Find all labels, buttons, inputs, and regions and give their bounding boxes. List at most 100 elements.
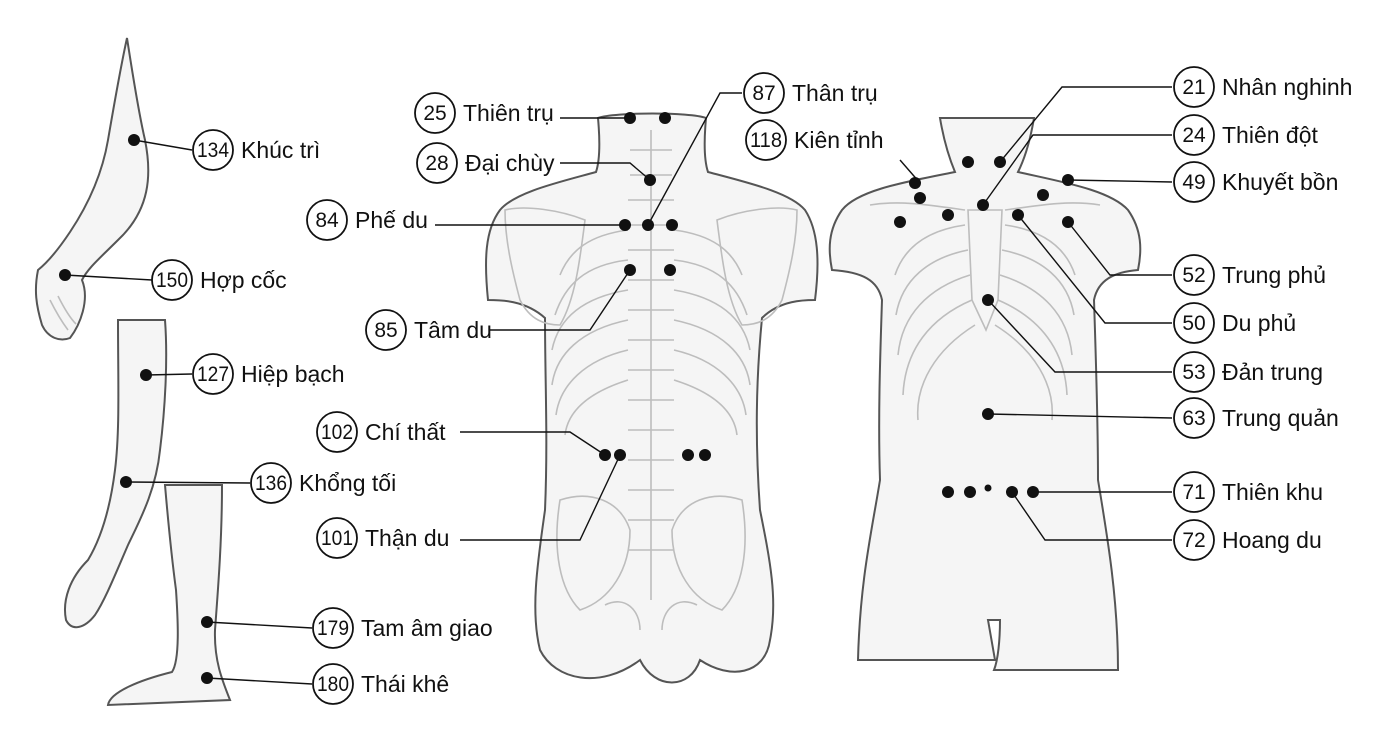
acupoint-dot [120, 476, 132, 488]
acupoint-dot [642, 219, 654, 231]
point-name: Khuyết bồn [1222, 169, 1338, 195]
number-circle [312, 607, 354, 649]
point-number: 50 [1182, 312, 1205, 335]
acupoint-label-101: 101 Thận du [316, 517, 449, 559]
point-name: Trung quản [1222, 405, 1339, 431]
number-circle [414, 92, 456, 134]
acupoint-label-102: 102 Chí thất [316, 411, 446, 453]
acupoint-dot [984, 484, 992, 492]
point-name: Đản trung [1222, 359, 1323, 385]
point-name: Hoang du [1222, 527, 1322, 553]
point-name: Thái khê [361, 671, 449, 697]
point-name: Khúc trì [241, 137, 320, 163]
point-name: Khổng tối [299, 470, 396, 496]
point-number: 52 [1182, 264, 1205, 287]
number-circle [416, 142, 458, 184]
point-number: 63 [1182, 407, 1205, 430]
number-circle [192, 353, 234, 395]
acupoint-dot [1012, 209, 1024, 221]
acupoint-dot [1027, 486, 1039, 498]
acupoint-dot [977, 199, 989, 211]
number-circle [365, 309, 407, 351]
acupoint-dot [619, 219, 631, 231]
point-number: 118 [750, 129, 782, 152]
acupoint-dot [1006, 486, 1018, 498]
acupoint-dot [1037, 189, 1049, 201]
point-name: Thiên trụ [463, 100, 554, 126]
acupoint-dot [1062, 216, 1074, 228]
point-number: 136 [255, 472, 287, 495]
number-circle [1173, 66, 1215, 108]
acupoint-dot [624, 264, 636, 276]
point-number: 101 [321, 527, 353, 550]
point-number: 21 [1182, 76, 1205, 99]
point-number: 179 [317, 617, 349, 640]
point-number: 85 [374, 319, 397, 342]
acupoint-label-136: 136 Khổng tối [250, 462, 396, 504]
acupoint-dot [894, 216, 906, 228]
point-name: Du phủ [1222, 310, 1296, 336]
front-torso-illustration [828, 117, 1142, 671]
number-circle [1173, 397, 1215, 439]
point-number: 150 [156, 269, 188, 292]
arm-illustration [34, 37, 150, 341]
acupoint-dot [59, 269, 71, 281]
point-number: 49 [1182, 171, 1205, 194]
acupoint-dot [682, 449, 694, 461]
number-circle [743, 72, 785, 114]
number-circle [1173, 161, 1215, 203]
point-name: Hợp cốc [200, 267, 287, 293]
acupoint-dot [994, 156, 1006, 168]
acupoint-dot [942, 209, 954, 221]
point-name: Thận du [365, 525, 449, 551]
point-name: Tâm du [414, 317, 492, 343]
number-circle [151, 259, 193, 301]
point-number: 24 [1182, 124, 1206, 147]
acupoint-label-63: 63 Trung quản [1173, 397, 1339, 439]
number-circle [306, 199, 348, 241]
number-circle [1173, 351, 1215, 393]
acupoint-dot [962, 156, 974, 168]
acupoint-dot [909, 177, 921, 189]
number-circle [250, 462, 292, 504]
acupoint-dot [614, 449, 626, 461]
point-number: 102 [321, 421, 353, 444]
acupoint-dot [914, 192, 926, 204]
point-name: Thiên khu [1222, 479, 1323, 505]
point-number: 84 [315, 209, 339, 232]
acupoint-dot [699, 449, 711, 461]
leader-lines [64, 86, 1173, 685]
number-circle [1173, 302, 1215, 344]
point-name: Đại chùy [465, 150, 555, 176]
point-name: Chí thất [365, 419, 446, 445]
point-name: Phế du [355, 207, 428, 233]
acupoint-label-150: 150 Hợp cốc [151, 259, 287, 301]
number-circle [316, 517, 358, 559]
number-circle [1173, 471, 1215, 513]
point-number: 28 [425, 152, 448, 175]
number-circle [745, 119, 787, 161]
acupoint-dot [201, 672, 213, 684]
point-name: Thân trụ [792, 80, 878, 106]
number-circle [312, 663, 354, 705]
point-name: Trung phủ [1222, 262, 1326, 288]
acupoint-dot [666, 219, 678, 231]
acupoint-label-50: 50 Du phủ [1173, 302, 1296, 344]
point-number: 87 [752, 82, 775, 105]
point-name: Hiệp bạch [241, 361, 345, 387]
acupoint-dot [659, 112, 671, 124]
leg-arm-illustration [64, 319, 232, 707]
back-torso-illustration [484, 112, 819, 684]
acupoint-dot [982, 294, 994, 306]
point-number: 127 [197, 363, 229, 386]
acupoint-dot [964, 486, 976, 498]
number-circle [192, 129, 234, 171]
acupoint-label-28: 28 Đại chùy [416, 142, 555, 184]
